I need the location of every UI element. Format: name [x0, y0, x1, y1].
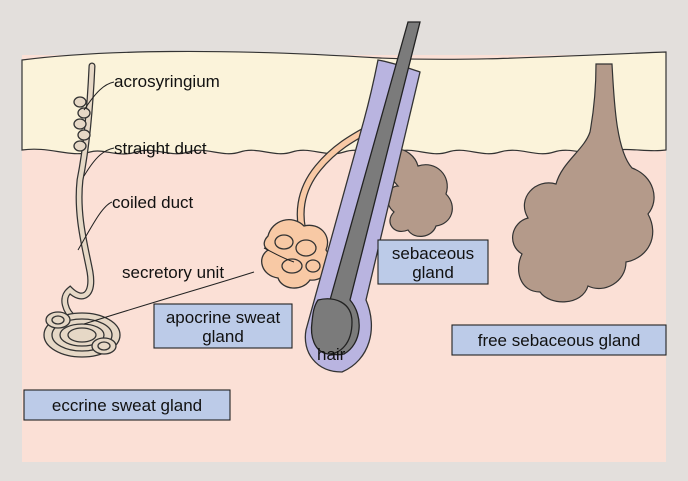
box-free-sebaceous-gland: free sebaceous gland — [452, 325, 666, 355]
box-free-sebaceous-line-1: free sebaceous gland — [478, 331, 641, 350]
label-straight-duct: straight duct — [114, 139, 207, 158]
label-coiled-duct: coiled duct — [112, 193, 194, 212]
box-apocrine-line-1: apocrine sweat — [166, 308, 281, 327]
box-eccrine-line-1: eccrine sweat gland — [52, 396, 202, 415]
label-hair: hair — [317, 345, 346, 364]
box-apocrine-sweat-gland: apocrine sweat gland — [154, 304, 292, 348]
box-sebaceous-line-1: sebaceous — [392, 244, 474, 263]
box-sebaceous-gland: sebaceous gland — [378, 240, 488, 284]
box-apocrine-line-2: gland — [202, 327, 244, 346]
label-secretory-unit: secretory unit — [122, 263, 224, 282]
eccrine-secretory-coil — [44, 312, 120, 357]
box-sebaceous-line-2: gland — [412, 263, 454, 282]
label-acrosyringium: acrosyringium — [114, 72, 220, 91]
box-eccrine-sweat-gland: eccrine sweat gland — [24, 390, 230, 420]
